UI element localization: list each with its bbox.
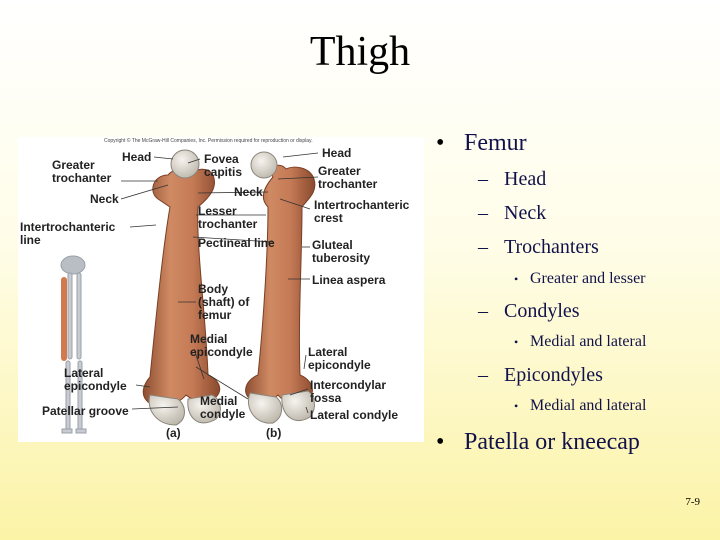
page-number: 7-9	[685, 496, 700, 508]
label-gluteal-tuberosity: Gluteal tuberosity	[312, 238, 371, 265]
label-greater-trochanter-b: Greater trochanter	[318, 164, 378, 191]
copyright-notice: Copyright © The McGraw-Hill Companies, I…	[104, 138, 313, 144]
bullet-dot-icon: •	[514, 399, 519, 413]
dash-icon: –	[478, 202, 488, 224]
label-view-a: (a)	[166, 426, 181, 440]
bullet-dot-icon: •	[436, 130, 445, 156]
dash-icon: –	[478, 300, 488, 322]
label-lateral-epicondyle-b: Lateral epicondyle	[308, 345, 371, 372]
femur-figure: Copyright © The McGraw-Hill Companies, I…	[18, 137, 424, 442]
label-view-b: (b)	[266, 426, 282, 440]
skeleton-thumbnail-icon	[60, 255, 87, 434]
slide-title: Thigh	[309, 29, 411, 75]
label-head-b: Head	[322, 146, 352, 160]
label-patellar-groove: Patellar groove	[42, 404, 129, 418]
label-pectineal-line: Pectineal line	[198, 236, 275, 250]
label-body-shaft: Body (shaft) of femur	[198, 282, 250, 322]
bullet-dot-icon: •	[436, 429, 445, 455]
label-lesser-trochanter: Lesser trochanter	[198, 204, 258, 231]
femur-posterior-icon	[245, 151, 316, 424]
label-lateral-condyle: Lateral condyle	[310, 408, 399, 422]
label-fovea-capitis: Fovea capitis	[204, 152, 243, 179]
femur-illustration	[60, 149, 319, 434]
label-intertrochanteric-crest: Intertrochanteric crest	[314, 198, 410, 225]
label-greater-trochanter-a: Greater trochanter	[52, 158, 112, 185]
label-neck-a: Neck	[90, 192, 119, 206]
leader-lines	[120, 152, 319, 414]
dash-icon: –	[478, 168, 488, 190]
label-head-a: Head	[122, 150, 152, 164]
label-medial-condyle: Medial condyle	[200, 394, 246, 421]
label-lateral-epicondyle-a: Lateral epicondyle	[64, 366, 127, 393]
bullet-dot-icon: •	[514, 335, 519, 349]
label-linea-aspera: Linea aspera	[312, 273, 386, 287]
dash-icon: –	[478, 236, 488, 258]
bullet-dot-icon: •	[514, 272, 519, 286]
label-intercondylar-fossa: Intercondylar fossa	[310, 378, 387, 405]
label-intertrochanteric-line: Intertrochanteric line	[20, 220, 116, 247]
label-neck-mid: Neck	[234, 185, 263, 199]
highlighted-femur-icon	[61, 277, 67, 361]
label-medial-epicondyle: Medial epicondyle	[190, 332, 253, 359]
femur-anterior-icon	[142, 149, 221, 426]
dash-icon: –	[478, 364, 488, 386]
